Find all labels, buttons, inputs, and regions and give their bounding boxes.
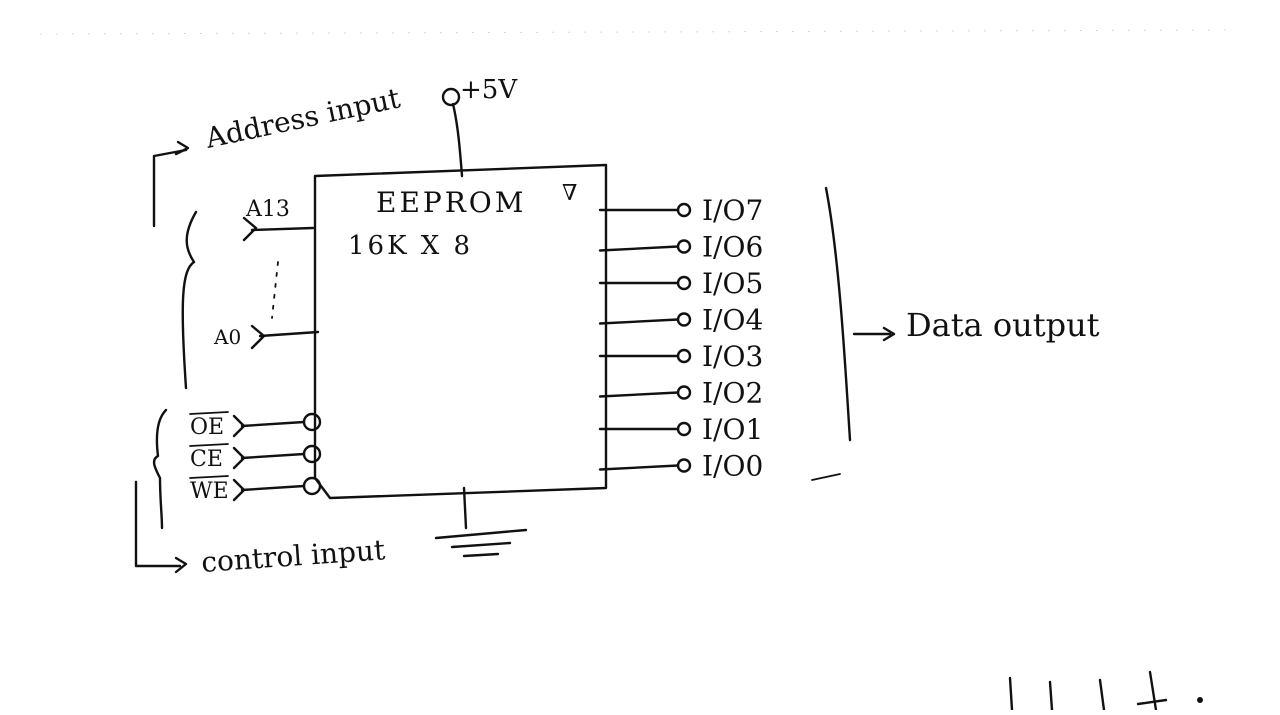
supply-label: +5V: [460, 75, 518, 105]
pin-label-a13: A13: [245, 197, 290, 222]
data-pin-terminal: [676, 202, 692, 218]
data-pin-label: I/O0: [702, 450, 763, 483]
supply-wire: [451, 102, 464, 178]
control-brace: [152, 408, 168, 530]
overbar: [189, 475, 229, 479]
cutoff-mark: [1098, 678, 1106, 712]
ground-symbol: [434, 486, 528, 558]
chip-size: 16K X 8: [348, 231, 473, 261]
data-output-group: I/O7I/O6I/O5I/O4I/O3I/O2I/O1I/O0 Data ou…: [598, 186, 1100, 483]
data-bracket-tick: [811, 473, 841, 481]
data-pin-wire: [598, 464, 680, 471]
cutoff-dot: [1197, 697, 1203, 703]
data-pin-row: I/O7: [598, 194, 763, 227]
data-pin-label: I/O4: [702, 304, 763, 337]
address-bracket-arrow: [152, 148, 188, 228]
data-pin-label: I/O1: [702, 413, 763, 446]
pin-label-a0: A0: [213, 325, 241, 349]
control-pin-wire: [240, 484, 306, 492]
data-pin-terminal: [676, 421, 692, 437]
overbar: [189, 411, 229, 415]
data-pin-terminal: [676, 275, 692, 291]
data-pin-label: I/O3: [702, 340, 763, 373]
ground-bar-3: [462, 552, 500, 558]
data-pin-row: I/O4: [598, 304, 763, 337]
ground-bar-2: [450, 541, 512, 549]
cutoff-mark: [1136, 698, 1168, 706]
active-low-bubble: [302, 476, 322, 496]
data-pin-wire: [598, 245, 680, 252]
data-pin-label: I/O2: [702, 377, 763, 410]
address-ellipsis: [271, 261, 279, 319]
data-pin-label: I/O7: [702, 194, 763, 227]
active-low-bubble: [302, 412, 322, 432]
address-brace: [181, 210, 198, 390]
data-pin-row: I/O6: [598, 231, 763, 264]
cutoff-mark: [1008, 676, 1014, 712]
control-pin-label: OE: [190, 415, 224, 440]
data-output-label: Data output: [906, 306, 1100, 344]
cutoff-mark: [1048, 680, 1054, 712]
data-output-arrowhead: [882, 326, 896, 342]
ground-bar-1: [434, 528, 528, 540]
data-pin-row: I/O0: [598, 450, 763, 483]
control-pin-wire: [240, 452, 306, 460]
data-pin-row: I/O1: [598, 413, 763, 446]
data-pin-wire: [598, 318, 680, 325]
chip-marker: ∇: [562, 181, 577, 206]
pin-a13-arrow: [242, 216, 258, 242]
control-pin-ce: CE: [189, 443, 322, 472]
overbar: [189, 443, 229, 447]
data-bracket: [824, 186, 852, 442]
data-pin-row: I/O2: [598, 377, 763, 410]
control-pin-oe: OE: [189, 411, 322, 440]
power-supply: +5V: [441, 75, 518, 178]
ground-wire: [462, 486, 468, 530]
pin-a0-wire: [258, 330, 320, 338]
address-input-label: Address input: [202, 81, 404, 155]
data-pin-terminal: [676, 348, 692, 364]
active-low-bubble: [302, 444, 322, 464]
data-pin-terminal: [676, 239, 692, 254]
control-pin-wire: [240, 420, 306, 428]
control-input-label: control input: [200, 533, 387, 579]
eeprom-chip: EEPROM 16K X 8 ∇: [313, 163, 608, 500]
control-input-group: OE CE WE control input: [134, 408, 387, 579]
chip-name: EEPROM: [376, 186, 526, 219]
data-pin-terminal: [676, 385, 692, 400]
data-pin-terminal: [676, 312, 692, 327]
control-pins: OE CE WE: [189, 411, 322, 504]
data-pin-label: I/O5: [702, 267, 763, 300]
scan-artifact: [39, 29, 1241, 35]
data-pin-label: I/O6: [702, 231, 763, 264]
supply-terminal: [441, 87, 461, 107]
cutoff-marks: [1008, 670, 1203, 712]
control-pin-we: WE: [189, 475, 322, 504]
data-pin-row: I/O5: [598, 267, 763, 300]
control-arrowhead: [174, 556, 188, 574]
data-pins: I/O7I/O6I/O5I/O4I/O3I/O2I/O1I/O0: [598, 194, 763, 483]
data-pin-row: I/O3: [598, 340, 763, 373]
control-pin-label: WE: [190, 479, 229, 504]
cutoff-mark: [1148, 670, 1158, 712]
pin-a13-wire: [250, 226, 315, 232]
data-pin-terminal: [676, 458, 692, 473]
data-pin-wire: [598, 391, 680, 398]
chip-outline: [313, 163, 608, 500]
address-arrowhead: [174, 140, 190, 156]
control-pin-label: CE: [190, 447, 223, 472]
control-bracket-arrow: [134, 480, 182, 568]
